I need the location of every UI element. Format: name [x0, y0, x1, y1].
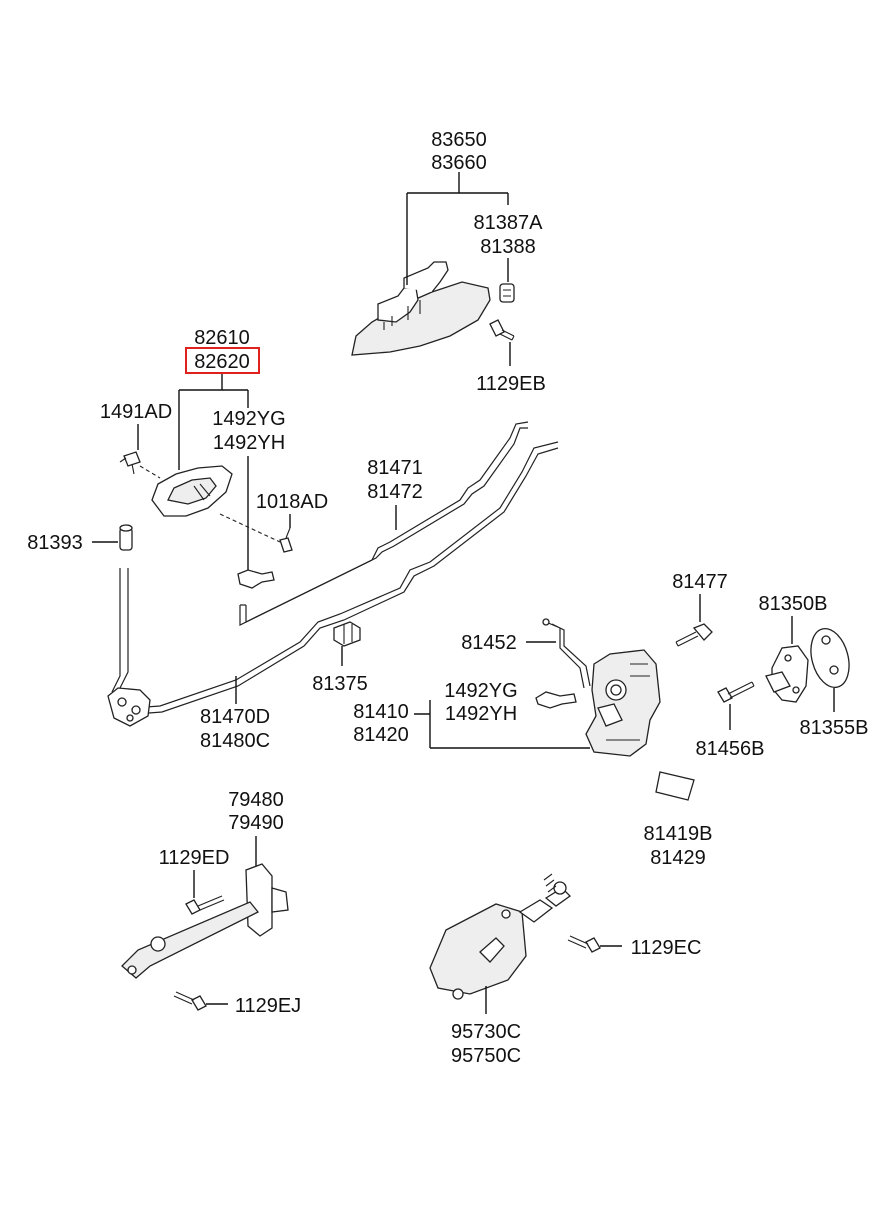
label-1129EJ: 1129EJ	[235, 995, 301, 1017]
label-81375: 81375	[312, 673, 368, 695]
screw-part-1129EB	[489, 319, 515, 341]
label-81388: 81388	[480, 236, 536, 258]
label-1492YH-lower: 1492YH	[445, 703, 517, 725]
label-83660: 83660	[431, 152, 487, 174]
label-82610: 82610	[194, 327, 250, 349]
label-79480: 79480	[228, 789, 284, 811]
label-81472: 81472	[367, 481, 423, 503]
actuator-part	[429, 873, 572, 1000]
pin-part-81393	[119, 524, 133, 551]
label-81355B: 81355B	[800, 717, 869, 739]
outside-handle-part	[351, 261, 491, 356]
label-81420: 81420	[353, 724, 409, 746]
screw-part-81477	[675, 623, 713, 647]
label-1492YH-upper: 1492YH	[213, 432, 285, 454]
label-1491AD: 1491AD	[100, 401, 172, 423]
label-1492YG-upper: 1492YG	[212, 408, 285, 430]
sticker-part-81419B	[655, 771, 695, 801]
door-checker-part	[121, 863, 289, 979]
striker-part-81350B	[765, 645, 809, 703]
label-81393: 81393	[27, 532, 83, 554]
screw-part-1129ED	[185, 895, 225, 915]
label-81471: 81471	[367, 457, 423, 479]
label-81480C: 81480C	[200, 730, 270, 752]
clip-part-1492YG-upper	[237, 569, 275, 589]
clip-part-1491AD	[119, 451, 141, 475]
label-1129ED: 1129ED	[159, 847, 230, 869]
inside-handle-part	[151, 465, 233, 517]
label-79490: 79490	[228, 812, 284, 834]
label-1018AD: 1018AD	[256, 491, 328, 513]
screw-part-1018AD	[279, 527, 293, 553]
label-81452: 81452	[461, 632, 517, 654]
leader-83650	[406, 172, 509, 285]
label-95730C: 95730C	[451, 1021, 521, 1043]
plate-part-81355B	[810, 628, 850, 688]
latch-arm-81452	[542, 618, 591, 689]
leader-81410	[414, 700, 590, 749]
label-83650: 83650	[431, 129, 487, 151]
label-81387A: 81387A	[474, 212, 544, 234]
label-1492YG-lower: 1492YG	[444, 680, 517, 702]
label-81350B: 81350B	[759, 593, 828, 615]
clip-part-81387A	[499, 283, 515, 303]
leader-82620	[178, 374, 249, 470]
dash-1491AD	[139, 465, 161, 479]
screw-part-1129EJ	[173, 991, 207, 1011]
label-95750C: 95750C	[451, 1045, 521, 1067]
label-82620: 82620	[194, 351, 250, 373]
label-81470D: 81470D	[200, 706, 270, 728]
rod-part-81470D	[107, 568, 151, 727]
label-1129EB: 1129EB	[476, 373, 546, 395]
label-81456B: 81456B	[696, 738, 765, 760]
label-81419B: 81419B	[644, 823, 713, 845]
clip-part-1492YG-lower	[535, 691, 577, 709]
screw-part-1129EC	[567, 935, 601, 953]
label-81429: 81429	[650, 847, 706, 869]
dash-1018AD	[219, 513, 281, 543]
label-81477: 81477	[672, 571, 728, 593]
label-81410: 81410	[353, 701, 409, 723]
screw-part-81456B	[717, 681, 755, 703]
highlight-box-82620	[185, 347, 260, 374]
rod-part-81471	[239, 421, 529, 626]
label-1129EC: 1129EC	[631, 937, 702, 959]
clip-part-81375	[333, 621, 361, 647]
rod-part-81472	[125, 441, 559, 715]
door-latch-part	[585, 649, 661, 757]
